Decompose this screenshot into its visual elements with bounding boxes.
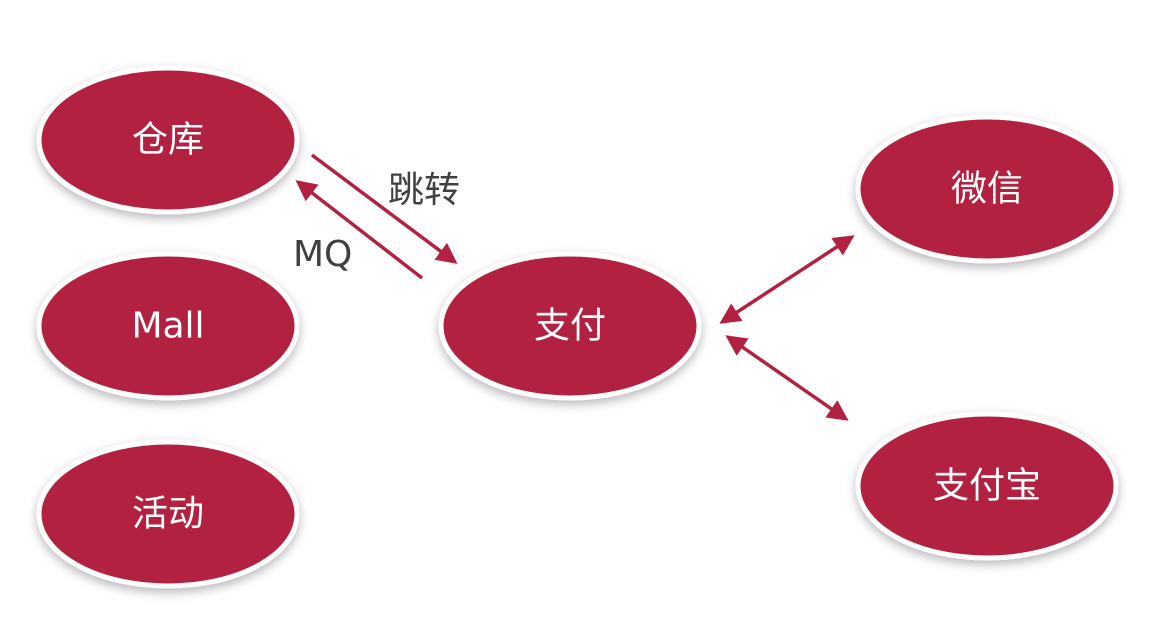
node-warehouse: 仓库 [36,65,300,215]
node-wechat-label: 微信 [951,169,1023,210]
node-alipay-label: 支付宝 [933,466,1041,507]
node-warehouse-label: 仓库 [132,120,204,161]
arrow-payment-to-warehouse [295,180,424,280]
arrow-payment-alipay [725,335,849,421]
node-mall: Mall [36,251,300,401]
node-alipay: 支付宝 [855,411,1119,561]
arrow-warehouse-to-payment [310,153,458,264]
node-activity-label: 活动 [132,494,204,535]
node-payment: 支付 [438,251,702,401]
arrow-payment-wechat [719,235,855,324]
node-activity: 活动 [36,439,300,589]
node-mall-label: Mall [131,306,204,347]
node-wechat: 微信 [855,114,1119,264]
edge-label-jump: 跳转 [388,170,460,211]
node-payment-label: 支付 [534,306,606,347]
edge-label-mq: MQ [293,234,352,275]
